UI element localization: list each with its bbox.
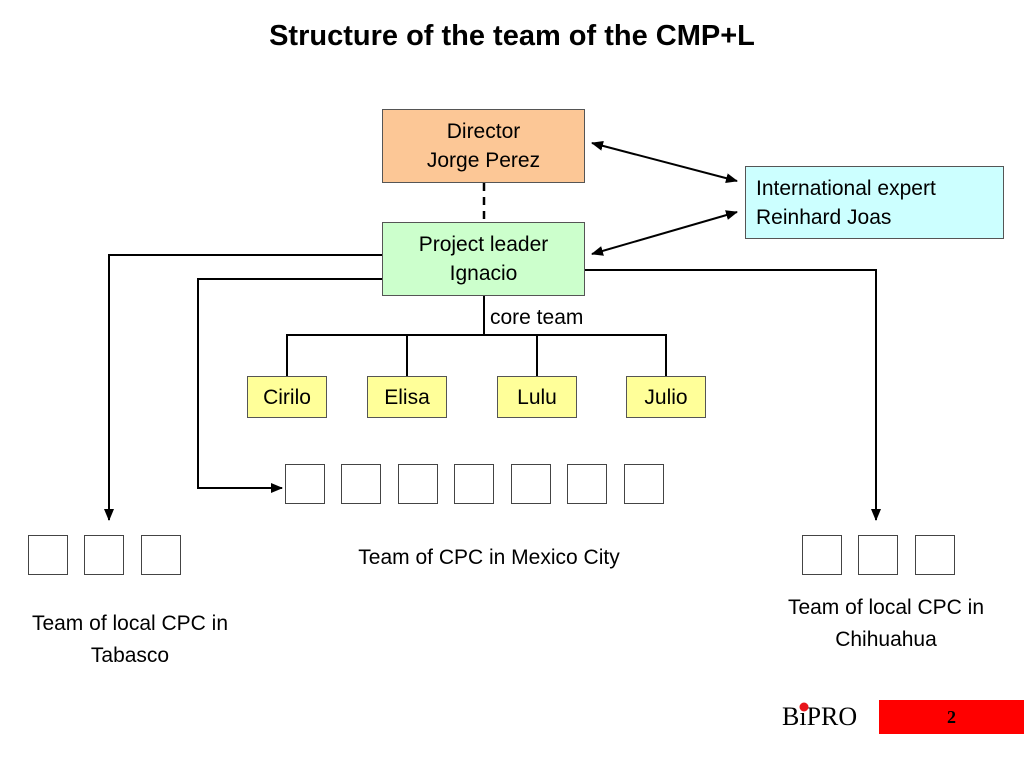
chihuahua-team-label: Team of local CPC in Chihuahua	[756, 592, 1016, 656]
mexico-city-team-slot	[511, 464, 551, 504]
expert-name: Reinhard Joas	[756, 205, 892, 229]
tabasco-label-line2: Tabasco	[90, 644, 170, 667]
mexico-city-team-slot	[567, 464, 607, 504]
director-role: Director	[446, 120, 521, 143]
expert-role: International expert	[756, 176, 936, 200]
page-number-badge: 2	[879, 700, 1024, 734]
bipro-logo: BiPRO	[782, 702, 857, 732]
leader-to-mexico-city-arrow	[197, 278, 382, 493]
director-expert-arrow	[591, 140, 738, 184]
project-leader-name: Ignacio	[449, 262, 518, 285]
project-leader-box: Project leader Ignacio	[382, 222, 585, 296]
chihuahua-team-slot	[858, 535, 898, 575]
chihuahua-label-line1: Team of local CPC in	[787, 596, 985, 619]
core-team-member: Cirilo	[247, 376, 327, 418]
mexico-city-team-slot	[454, 464, 494, 504]
tabasco-team-slot	[141, 535, 181, 575]
leader-expert-arrow	[591, 210, 738, 256]
mexico-city-team-slot	[341, 464, 381, 504]
mexico-city-team-slot	[624, 464, 664, 504]
tabasco-team-slot	[28, 535, 68, 575]
leader-to-tabasco-arrow	[104, 254, 382, 521]
core-team-member: Lulu	[497, 376, 577, 418]
mexico-city-team-slot	[398, 464, 438, 504]
core-team-label: core team	[490, 306, 584, 329]
chihuahua-team-slot	[915, 535, 955, 575]
core-team-member: Julio	[626, 376, 706, 418]
slide-title: Structure of the team of the CMP+L	[269, 20, 755, 52]
bipro-logo-pro: PRO	[806, 702, 858, 731]
director-box: Director Jorge Perez	[382, 109, 585, 183]
leader-to-chihuahua-arrow	[585, 269, 881, 521]
core-team-member: Elisa	[367, 376, 447, 418]
project-leader-role: Project leader	[418, 233, 549, 256]
chihuahua-team-slot	[802, 535, 842, 575]
international-expert-box: International expert Reinhard Joas	[745, 166, 1004, 239]
page-number: 2	[947, 706, 956, 727]
tabasco-label-line1: Team of local CPC in	[31, 612, 229, 635]
chihuahua-label-line2: Chihuahua	[835, 628, 937, 651]
tabasco-team-slot	[84, 535, 124, 575]
tabasco-team-label: Team of local CPC in Tabasco	[0, 608, 260, 672]
mexico-city-team-slot	[285, 464, 325, 504]
director-name: Jorge Perez	[426, 149, 541, 172]
core-team-bracket	[286, 334, 667, 376]
mexico-city-team-label: Team of CPC in Mexico City	[358, 546, 620, 569]
